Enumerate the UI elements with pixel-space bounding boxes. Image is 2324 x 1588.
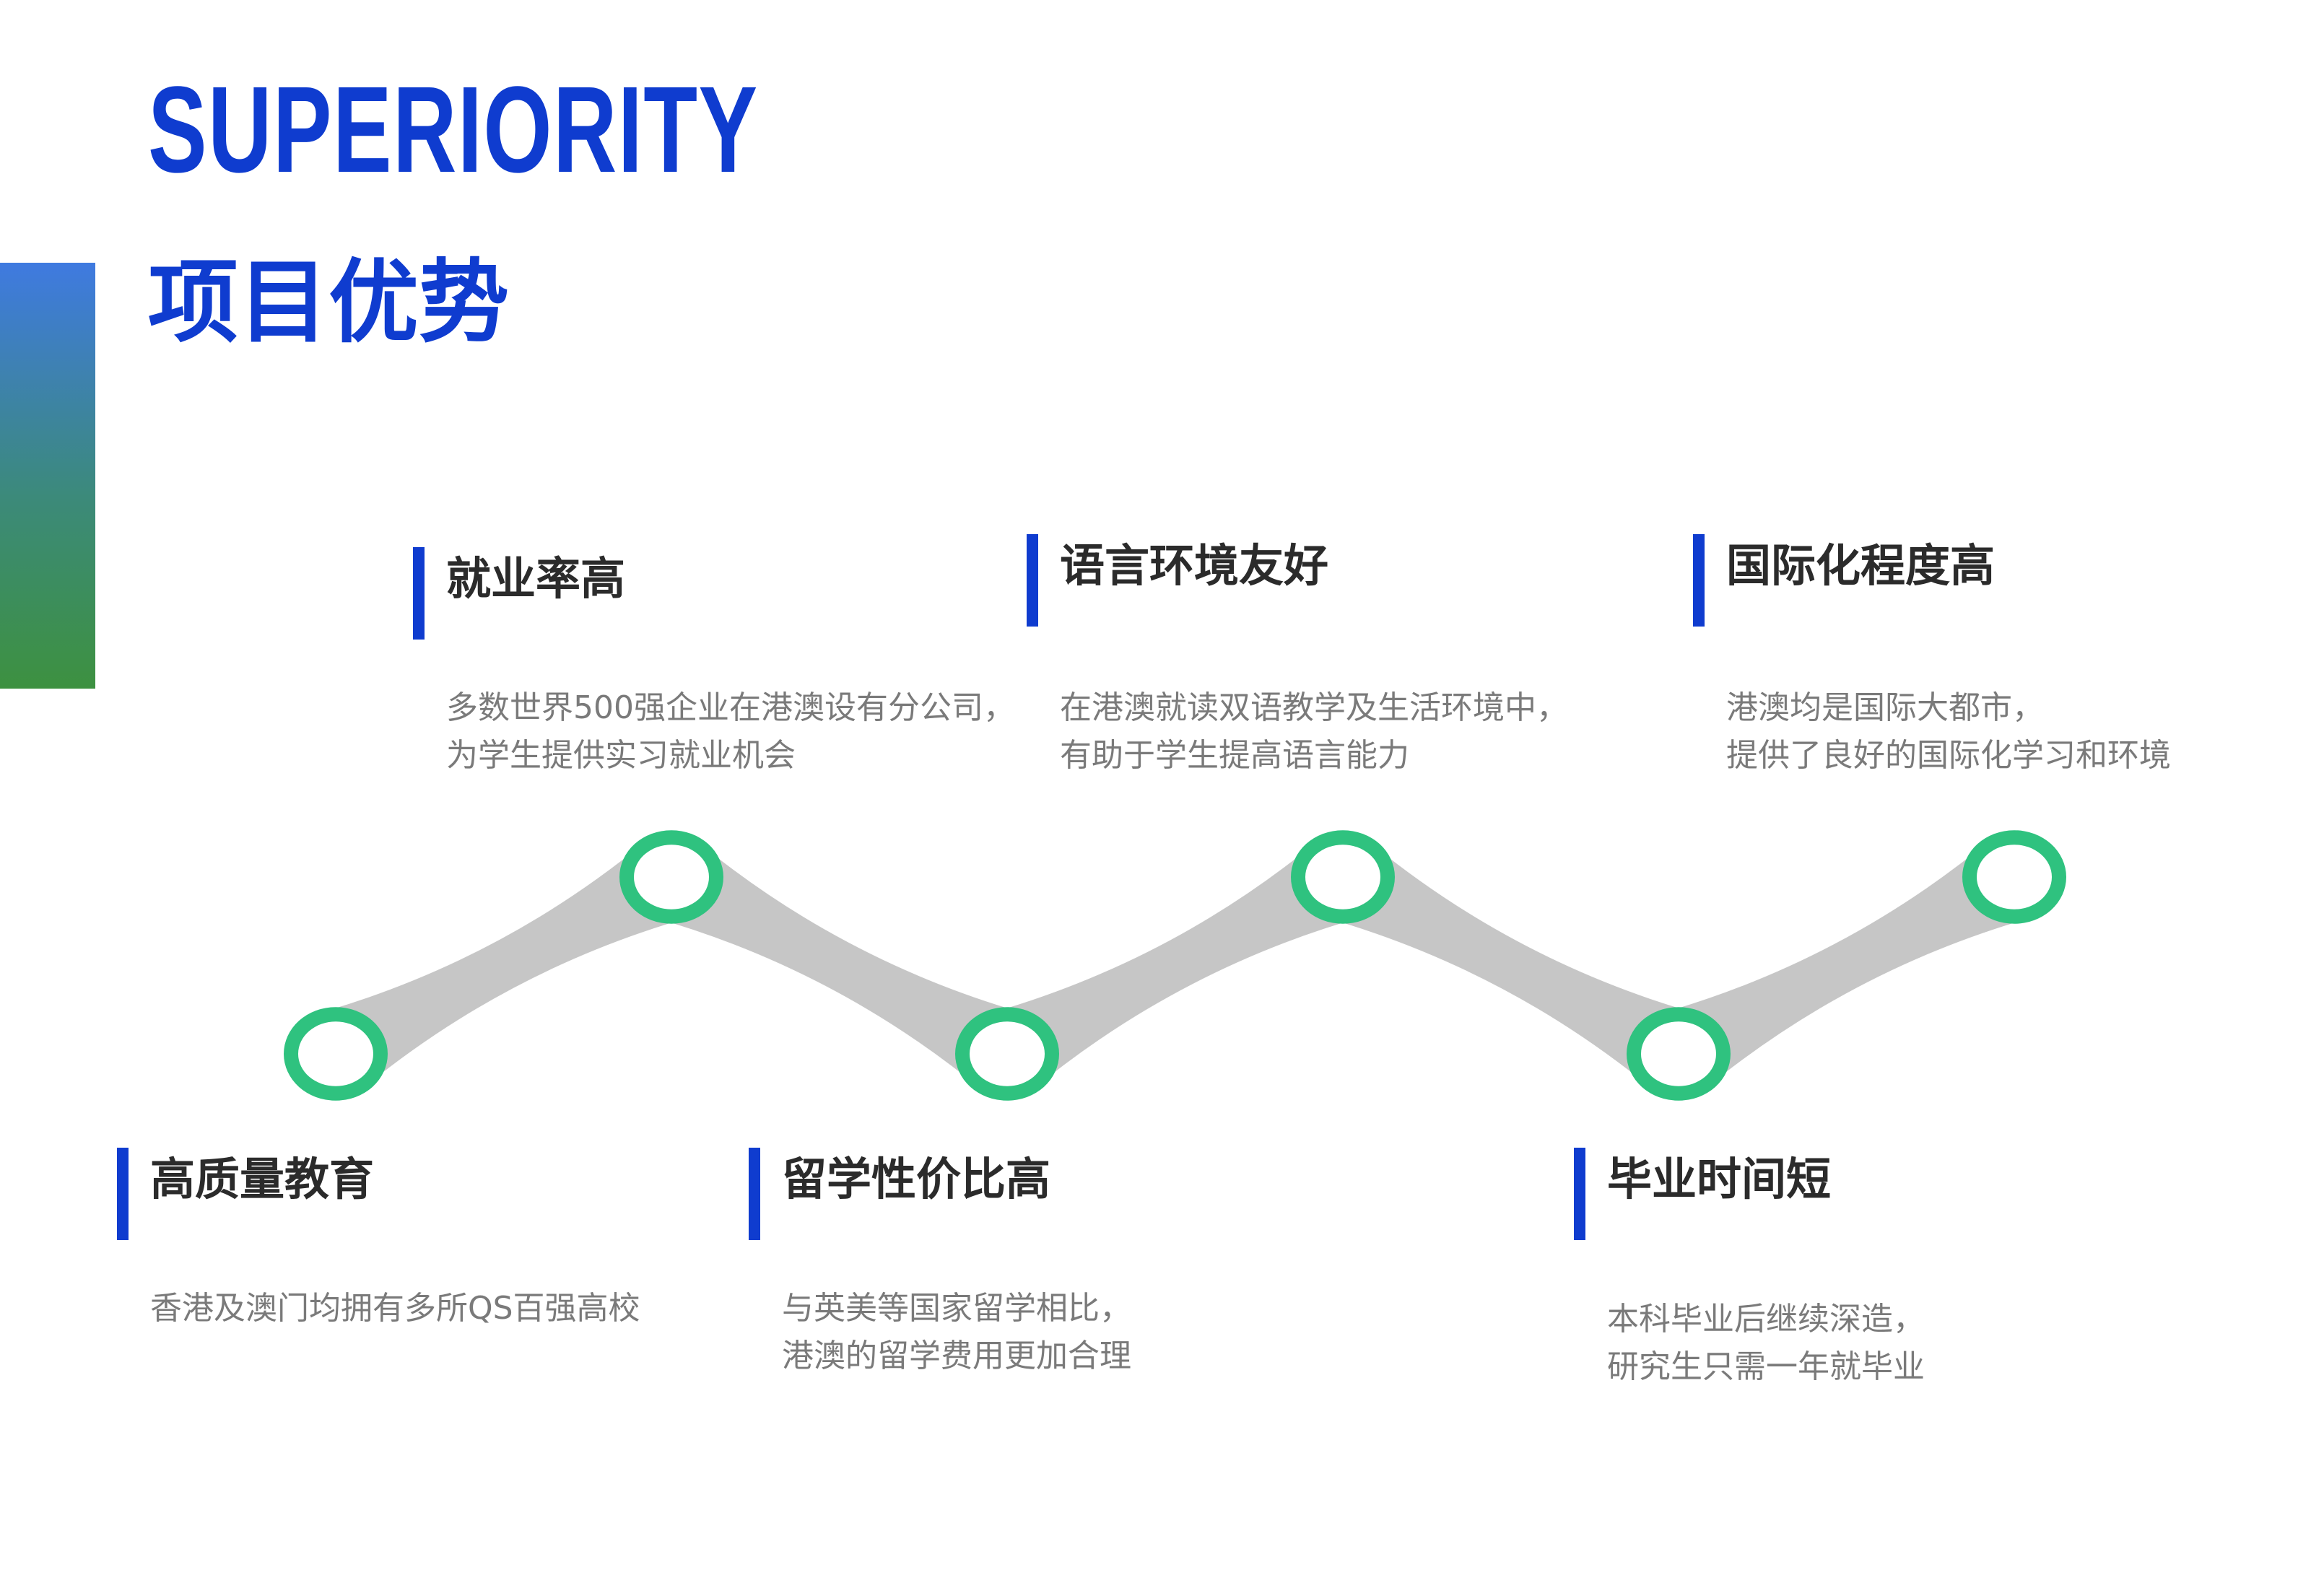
ring-group — [284, 830, 2066, 1101]
item-description: 本科毕业后继续深造， 研究生只需一年就毕业 — [1607, 1296, 1925, 1391]
timeline-node-center — [1641, 1021, 1716, 1086]
item-title: 语言环境友好 — [1060, 539, 1329, 592]
item-marker — [117, 1148, 129, 1240]
timeline-node-center — [1977, 845, 2052, 909]
item-title: 留学性价比高 — [782, 1153, 1051, 1205]
item-description-line: 为学生提供实习就业机会 — [446, 737, 796, 774]
item-title: 高质量教育 — [150, 1153, 375, 1205]
item-description-line: 研究生只需一年就毕业 — [1607, 1348, 1925, 1385]
item-description-line: 香港及澳门均拥有多所QS百强高校 — [150, 1290, 640, 1327]
item-description-line: 港澳的留学费用更加合理 — [782, 1338, 1131, 1374]
page-title-english: SUPERIORITY — [148, 61, 759, 198]
connector-band — [986, 837, 1364, 1094]
item-title: 国际化程度高 — [1726, 539, 1996, 592]
item-description-line: 有助于学生提高语言能力 — [1060, 737, 1409, 774]
item-marker — [413, 547, 425, 640]
timeline-node-center — [634, 845, 709, 909]
item-description-line: 港澳均是国际大都市， — [1726, 689, 2044, 726]
page-title-chinese: 项目优势 — [148, 250, 509, 355]
item-marker — [1693, 534, 1705, 627]
connector-band — [315, 837, 692, 1094]
item-description: 在港澳就读双语教学及生活环境中， 有助于学生提高语言能力 — [1060, 684, 1568, 780]
connector-band — [650, 837, 1028, 1094]
timeline-node-center — [1305, 845, 1380, 909]
item-description-line: 与英美等国家留学相比， — [782, 1290, 1131, 1327]
item-description-line: 多数世界500强企业在港澳设有分公司， — [446, 689, 1015, 726]
item-description: 与英美等国家留学相比， 港澳的留学费用更加合理 — [782, 1285, 1131, 1380]
item-description: 香港及澳门均拥有多所QS百强高校 — [150, 1285, 640, 1332]
timeline-node-center — [298, 1021, 373, 1086]
item-marker — [749, 1148, 760, 1240]
item-title: 毕业时间短 — [1607, 1153, 1832, 1205]
item-title: 就业率高 — [446, 552, 626, 605]
item-description-line: 提供了良好的国际化学习和环境 — [1726, 737, 2171, 774]
gradient-side-bar — [0, 263, 95, 689]
item-description: 多数世界500强企业在港澳设有分公司， 为学生提供实习就业机会 — [446, 684, 1015, 780]
timeline-node-center — [970, 1021, 1045, 1086]
item-marker — [1574, 1148, 1585, 1240]
connector-band — [1322, 837, 1700, 1094]
connector-band — [1658, 837, 2035, 1094]
item-description-line: 本科毕业后继续深造， — [1607, 1301, 1925, 1338]
connector-group — [315, 837, 2035, 1094]
item-description-line: 在港澳就读双语教学及生活环境中， — [1060, 689, 1568, 726]
item-marker — [1027, 534, 1038, 627]
item-description: 港澳均是国际大都市， 提供了良好的国际化学习和环境 — [1726, 684, 2171, 780]
